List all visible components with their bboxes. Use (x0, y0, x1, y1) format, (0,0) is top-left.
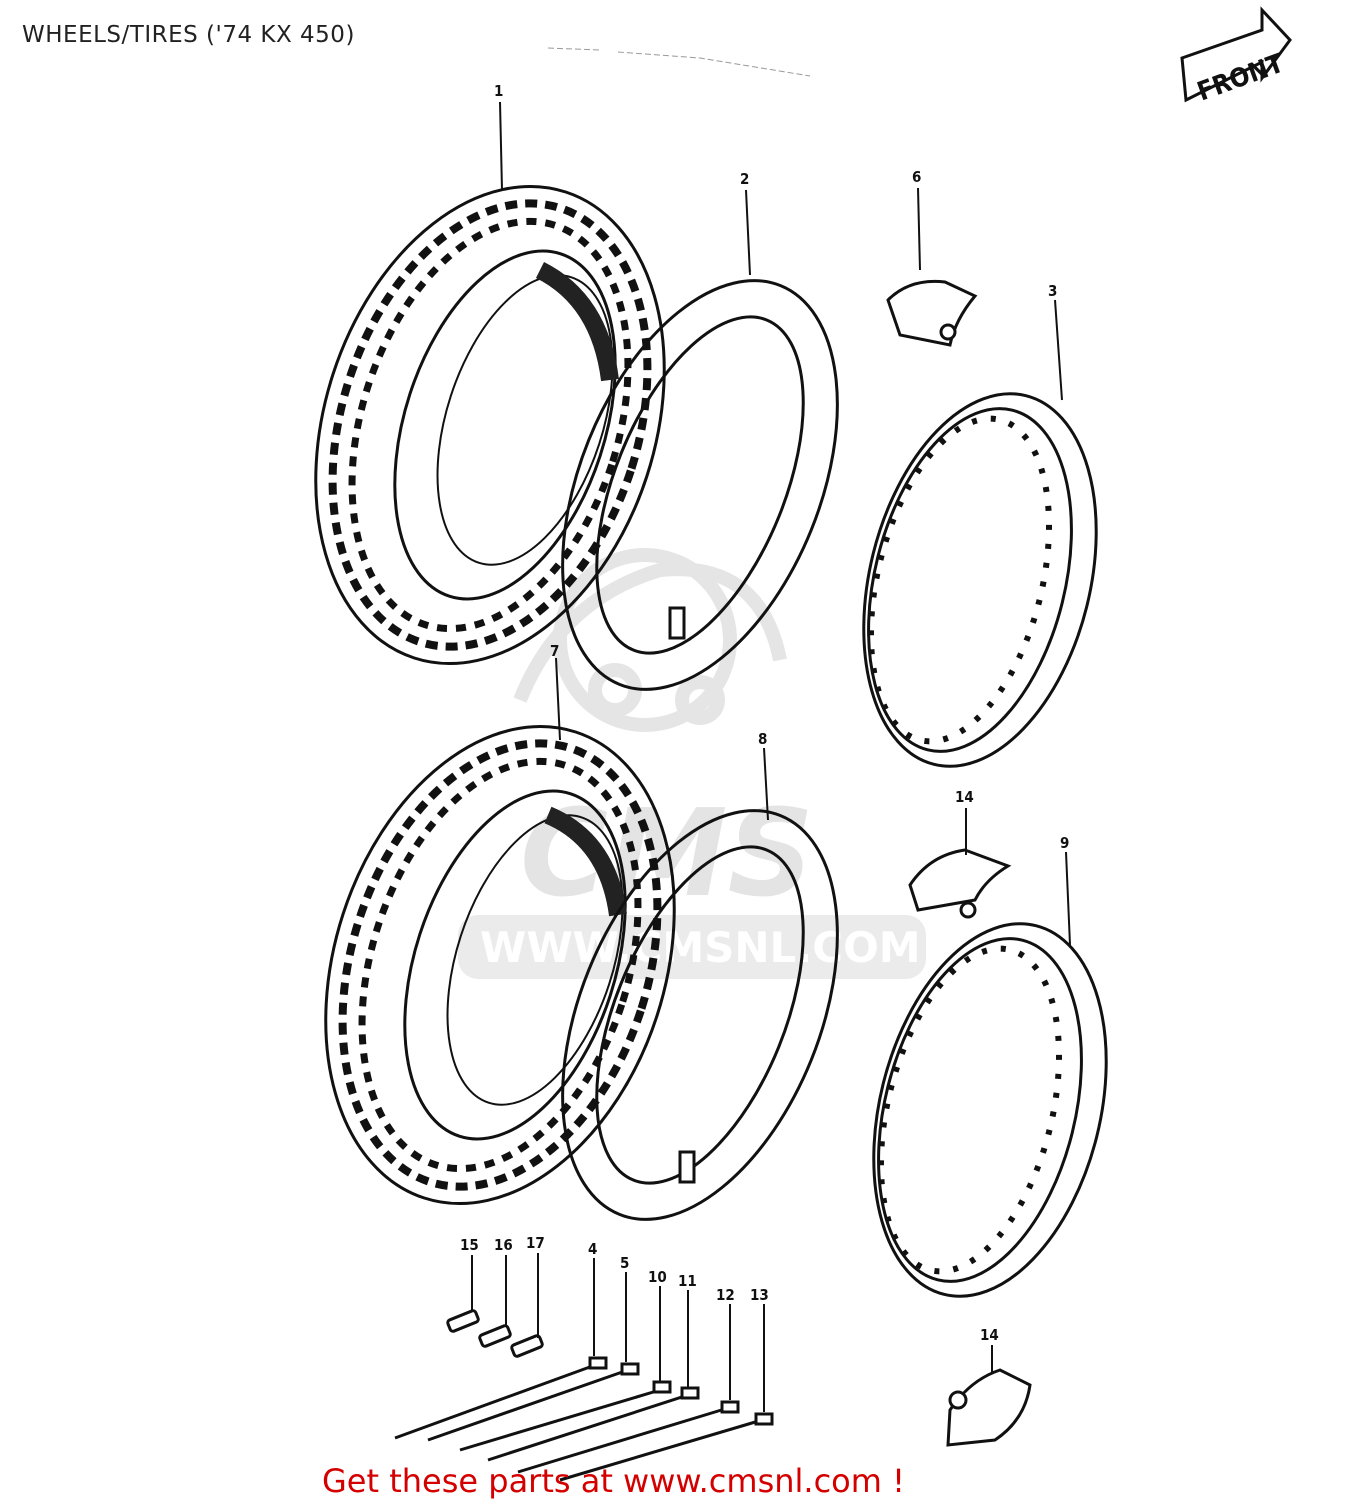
callout-8: 8 (758, 730, 767, 748)
tire-rear (324, 724, 676, 1206)
spokes (394, 1356, 774, 1482)
callout-11: 11 (678, 1272, 697, 1290)
watermark-mascot-icon (513, 548, 787, 732)
inner-tube-rear (561, 809, 839, 1221)
callout-14-bottom: 14 (980, 1326, 999, 1344)
callout-12: 12 (716, 1286, 735, 1304)
callout-7: 7 (550, 642, 559, 660)
callout-1: 1 (494, 82, 503, 100)
callout-10: 10 (648, 1268, 667, 1286)
watermark-url: WWW.CMSNL.COM (480, 923, 921, 972)
callout-4: 4 (588, 1240, 597, 1258)
leader-lines (471, 101, 1071, 1412)
rim-band-bottom (946, 1368, 1032, 1447)
inner-tube-front (561, 279, 839, 691)
callout-6: 6 (912, 168, 921, 186)
callout-13: 13 (750, 1286, 769, 1304)
callout-14-mid: 14 (955, 788, 974, 806)
callout-2: 2 (740, 170, 749, 188)
callout-5: 5 (620, 1254, 629, 1272)
watermark-url-box (458, 915, 926, 979)
rim-rear (872, 922, 1108, 1298)
rim-band-front (886, 279, 978, 347)
rim-band-rear (908, 848, 1012, 919)
valve-stem-icon (678, 1150, 696, 1184)
tire-front (314, 184, 666, 666)
callout-16: 16 (494, 1236, 513, 1254)
callout-15: 15 (460, 1236, 479, 1254)
callout-labels: 1 2 3 4 5 6 7 8 9 10 11 12 13 14 14 15 1… (460, 82, 1069, 1344)
callout-17: 17 (526, 1234, 545, 1252)
spoke-nipples (446, 1309, 544, 1358)
valve-stem-icon (668, 606, 686, 640)
rim-front (862, 392, 1098, 768)
callout-9: 9 (1060, 834, 1069, 852)
front-arrow-badge: FRONT (1180, 6, 1292, 108)
footer-cta-link[interactable]: Get these parts at www.cmsnl.com ! (322, 1462, 905, 1500)
callout-3: 3 (1048, 282, 1057, 300)
page-title: WHEELS/TIRES ('74 KX 450) (22, 22, 355, 48)
